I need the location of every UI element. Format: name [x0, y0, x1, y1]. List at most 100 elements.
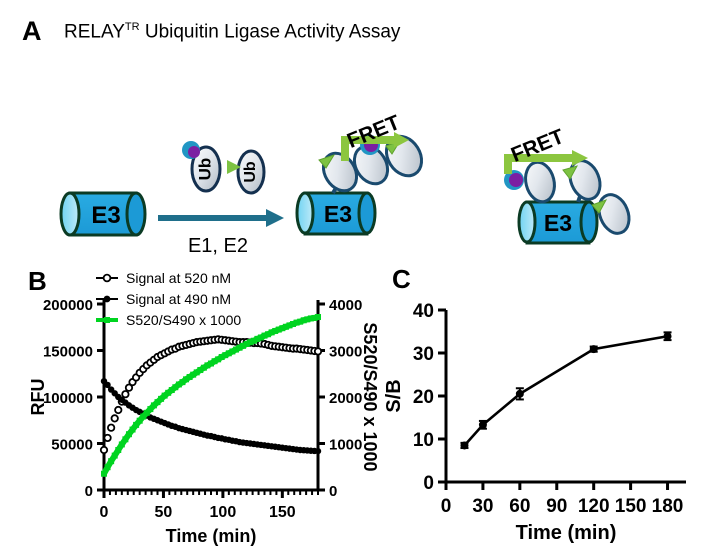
- panel-b-data-point: [282, 323, 289, 330]
- panel-b-data-point: [114, 405, 123, 415]
- panel-b-x-axis-label: Time (min): [166, 526, 257, 546]
- panel-b-y-axis-label: RFU: [28, 379, 48, 416]
- panel-b-data-point: [183, 376, 190, 383]
- panel-c-data-point: [589, 345, 598, 354]
- panel-b-data-point: [247, 339, 254, 346]
- panel-b-data-point: [121, 390, 130, 399]
- panel-c-y-tick-label: 30: [413, 344, 434, 365]
- panel-b-legend-item-3: S520/S490 x 1000: [96, 312, 241, 328]
- panel-c-y-tick-label: 10: [413, 430, 434, 451]
- panel-b-data-point: [175, 381, 182, 388]
- panel-b-data-point: [240, 342, 247, 349]
- panel-b-legend-label: S520/S490 x 1000: [126, 312, 241, 328]
- panel-b-series-2: [100, 377, 322, 455]
- reaction-condition-label: E1, E2: [188, 235, 248, 257]
- panel-b-data-point: [279, 325, 286, 332]
- reaction-arrow-group: E1, E2: [158, 209, 284, 257]
- panel-b-data-point: [108, 458, 115, 465]
- panel-b-data-point: [190, 371, 197, 378]
- panel-b-data-point: [186, 374, 193, 381]
- panel-b-data-point: [293, 319, 300, 326]
- e3-label-branched: E3: [544, 210, 572, 236]
- panel-b-right-tick-label: 0: [329, 483, 337, 500]
- panel-c-series-line: [463, 334, 668, 447]
- panel-b-data-point: [215, 356, 222, 363]
- panel-b-data-point: [103, 433, 112, 443]
- panel-b-left-tick-label: 100000: [43, 390, 93, 407]
- panel-b-legend-marker: [104, 317, 110, 323]
- panel-b-data-point: [225, 350, 232, 357]
- panel-b-data-point: [275, 326, 282, 333]
- ub-label-2: Ub: [242, 161, 259, 183]
- panel-b-letter: B: [28, 266, 47, 296]
- panel-b-legend-marker: [103, 295, 111, 303]
- e3-label-free: E3: [91, 202, 120, 229]
- panel-b-data-point: [218, 354, 225, 361]
- panel-c-data-point-group: [589, 345, 598, 354]
- panel-c-letter: C: [392, 264, 411, 294]
- panel-b-right-tick-label: 4000: [329, 297, 362, 314]
- ub-label-1: Ub: [195, 158, 214, 181]
- panel-c-data-point: [515, 389, 524, 398]
- panel-b-data-point: [111, 452, 118, 459]
- panel-b-left-tick-label: 150000: [43, 344, 93, 361]
- panel-b-legend-label: Signal at 520 nM: [126, 270, 231, 286]
- panel-b-data-point: [104, 464, 111, 471]
- panel-b-data-point: [193, 369, 200, 376]
- panel-b-data-point: [222, 352, 229, 359]
- panel-b-x-tick-label: 0: [100, 504, 109, 521]
- assay-title-rest: Ubiquitin Ligase Activity Assay: [139, 21, 401, 43]
- panel-b-right-tick-label: 3000: [329, 344, 362, 361]
- panel-c-data-point-group: [515, 387, 524, 401]
- panel-c-x-tick-label: 150: [615, 496, 647, 517]
- assay-title-superscript: TR: [124, 21, 140, 33]
- panel-b-data-point: [204, 362, 211, 369]
- panel-b-data-point: [101, 470, 107, 477]
- panel-b-data-point: [165, 389, 172, 396]
- panel-c-data-point-group: [460, 441, 469, 450]
- e3-label-linear: E3: [324, 201, 352, 227]
- panel-c-y-tick-label: 0: [423, 473, 434, 494]
- panel-b-legend-item-2: Signal at 490 nM: [96, 291, 231, 307]
- panel-b-data-point: [268, 329, 275, 336]
- panel-b-data-point: [124, 383, 134, 392]
- panel-b-data-point: [197, 367, 204, 374]
- e3-free-group: E3: [59, 191, 147, 237]
- panel-b-data-point: [211, 358, 218, 365]
- panel-b-data-point: [168, 387, 175, 394]
- panel-b-data-point: [125, 431, 132, 438]
- panel-b-data-point: [179, 379, 186, 386]
- panel-b-series-1: [99, 335, 323, 455]
- panel-c-y-tick-label: 20: [413, 387, 434, 408]
- panel-a-letter: A: [22, 16, 42, 46]
- panel-b-right-tick-label: 2000: [329, 390, 362, 407]
- ubiquitin-acceptor-group: Ub: [227, 149, 266, 195]
- panel-b-series-3: [101, 314, 321, 477]
- panel-b-data-point: [158, 395, 165, 402]
- panel-b-data-point: [265, 331, 272, 338]
- panel-b-data-point: [147, 406, 154, 413]
- panel-b-data-point: [232, 346, 239, 353]
- panel-b-data-point: [314, 447, 322, 455]
- panel-c-x-tick-label: 30: [472, 496, 493, 517]
- panel-c-data-point: [460, 441, 469, 450]
- diagram-svg: E3 E1, E2 Ub Ub E3: [59, 111, 631, 257]
- panel-b-data-point: [313, 347, 323, 356]
- panel-b-data-point: [110, 414, 119, 423]
- panel-b-legend-marker: [102, 273, 112, 283]
- assay-title: RELAYTR Ubiquitin Ligase Activity Assay: [64, 21, 401, 43]
- panel-b-data-point: [154, 399, 161, 406]
- panel-b-data-point: [297, 318, 304, 325]
- panel-c-data-point-group: [663, 331, 672, 342]
- panel-b-data-point: [236, 344, 243, 351]
- panel-b-data-point: [257, 334, 264, 341]
- panel-b-left-tick-label: 50000: [51, 437, 93, 454]
- panel-c-x-tick-label: 180: [652, 496, 684, 517]
- panel-b-legend-label: Signal at 490 nM: [126, 291, 231, 307]
- panel-b-data-point: [307, 315, 314, 322]
- panel-b-data-point: [261, 332, 268, 339]
- panel-b-data-point: [311, 314, 318, 321]
- panel-b-svg: 0500001000001500002000000100020003000400…: [28, 270, 380, 546]
- panel-c-data-point: [478, 420, 487, 429]
